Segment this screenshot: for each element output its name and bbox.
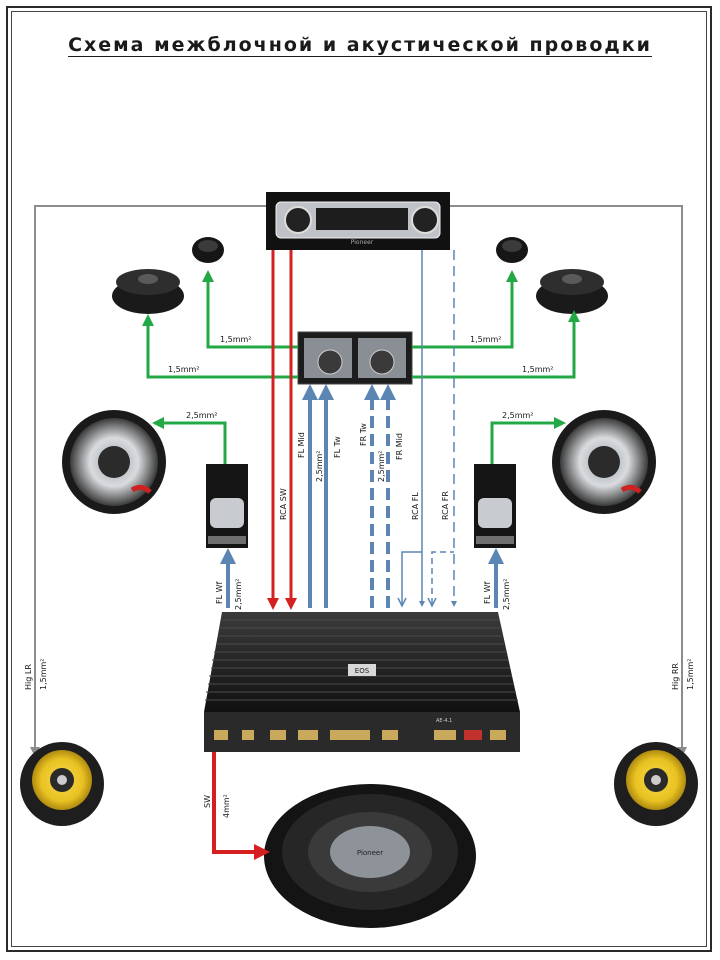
label-rca-fl: RCA FL: [411, 492, 420, 520]
filter-left: [206, 464, 248, 548]
amp-brand: EOS: [355, 667, 370, 675]
tweeter-left: [192, 237, 224, 263]
woofer-left: [62, 410, 166, 514]
label-fr-mid: FR Mid: [395, 433, 404, 460]
crossover: [297, 331, 413, 385]
head-unit: Pioneer: [266, 192, 450, 250]
label-rca-fr: RCA FR: [441, 491, 450, 520]
label-hig-lr: Hig LR: [24, 664, 33, 690]
outer-frame: [6, 6, 712, 952]
amp-model: AE-4.1: [436, 718, 452, 724]
label-fr-tw: FR Tw: [359, 423, 368, 446]
head-unit-brand: Pioneer: [351, 239, 374, 246]
midrange-left: [112, 269, 184, 314]
label-sw: SW: [203, 795, 212, 808]
gauge-label-tw-right: 1,5mm²: [470, 335, 502, 344]
gauge-label-tw-left: 1,5mm²: [220, 335, 252, 344]
label-fl-wf-gauge: 2,5mm²: [234, 578, 243, 610]
label-fr-wf-gauge: 2,5mm²: [502, 578, 511, 610]
rear-speaker-right: [614, 742, 698, 826]
high-level-right-line: [450, 205, 687, 757]
wire-crossover-mid-right: [412, 310, 580, 379]
wire-crossover-tweeter-right: [412, 270, 518, 349]
label-sw-gauge: 4mm²: [222, 794, 231, 818]
label-fr-wf: FL Wf: [483, 581, 492, 604]
label-hig-rr-gauge: 1,5mm²: [686, 658, 695, 690]
label-hig-rr: Hig RR: [671, 663, 680, 690]
gauge-label-wf-left: 2,5mm²: [186, 411, 218, 420]
control-knob-icon: [411, 206, 439, 234]
wire-filter-woofer-left: [152, 417, 227, 464]
filter-right: [474, 464, 516, 548]
sub-brand: Pioneer: [357, 849, 383, 857]
label-fl-mid: FL Mid: [297, 432, 306, 458]
rear-speaker-left: [20, 742, 104, 826]
high-level-left-line: [30, 205, 266, 757]
amplifier: EOS AE-4.1: [204, 612, 520, 752]
head-unit-display: [316, 208, 408, 230]
gauge-label-wf-right: 2,5mm²: [502, 411, 534, 420]
midrange-right: [536, 269, 608, 314]
volume-knob-icon: [284, 206, 312, 234]
label-hig-lr-gauge: 1,5mm²: [39, 658, 48, 690]
wire-filter-woofer-right: [490, 417, 566, 464]
amp-badge: [348, 664, 376, 676]
label-fr-gauge: 2,5mm²: [377, 450, 386, 482]
subwoofer: Pioneer: [264, 784, 476, 928]
wire-rca-sw: [267, 250, 297, 610]
label-fl-gauge: 2,5mm²: [315, 450, 324, 482]
label-fl-wf: FL Wf: [215, 581, 224, 604]
wire-sw: [212, 752, 270, 860]
label-rca-sw: RCA SW: [279, 488, 288, 520]
gauge-label-mid-right: 1,5mm²: [522, 365, 554, 374]
wire-rca-fl: [397, 250, 425, 608]
page-title: Схема межблочной и акустической проводки: [68, 34, 652, 56]
wire-crossover-tweeter-left: [202, 270, 298, 349]
woofer-right: [552, 410, 656, 514]
inner-frame: [11, 11, 707, 947]
gauge-label-mid-left: 1,5mm²: [168, 365, 200, 374]
label-fl-tw: FL Tw: [333, 436, 342, 458]
tweeter-right: [496, 237, 528, 263]
wire-rca-fr: [427, 250, 457, 608]
wire-crossover-mid-left: [142, 314, 298, 379]
